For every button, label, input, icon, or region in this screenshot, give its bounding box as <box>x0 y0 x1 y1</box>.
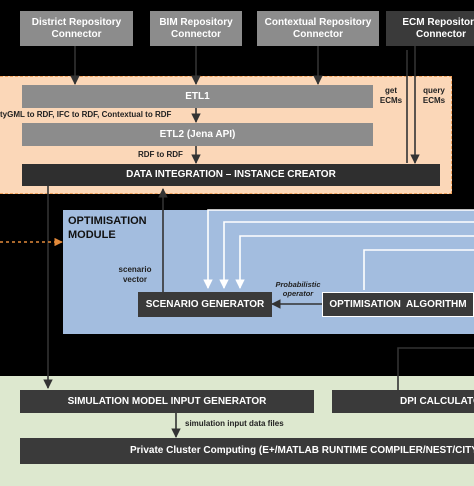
get-ecms-label: get ECMs <box>379 86 403 106</box>
query-ecms-label: query ECMs <box>422 86 446 106</box>
architecture-diagram: District Repository Connector BIM Reposi… <box>0 11 474 486</box>
conversion-list-label: CityGML to RDF, IFC to RDF, Contextual t… <box>0 110 172 119</box>
etl1-box: ETL1 <box>22 85 373 108</box>
ecm-connector-box: ECM Repository Connector <box>386 11 474 46</box>
private-cluster-label: Private Cluster Computing (E+/MATLAB RUN… <box>130 445 474 457</box>
contextual-connector-label: Contextual Repository Connector <box>264 17 372 40</box>
arrow-dpi-to-optimisation <box>397 347 474 390</box>
district-connector-label: District Repository Connector <box>31 17 122 40</box>
ecm-connector-label: ECM Repository Connector <box>402 17 474 40</box>
private-cluster-box: Private Cluster Computing (E+/MATLAB RUN… <box>20 438 474 464</box>
data-integration-label: DATA INTEGRATION – INSTANCE CREATOR <box>126 169 336 181</box>
optimisation-algorithm-box: OPTIMISATION ALGORITHM <box>322 292 474 317</box>
dpi-calculator-label: DPI CALCULATOR <box>400 395 474 407</box>
contextual-connector-box: Contextual Repository Connector <box>257 11 379 46</box>
rdf-to-rdf-label: RDF to RDF <box>138 150 183 159</box>
etl1-label: ETL1 <box>185 90 210 102</box>
loop-line-mid <box>219 221 474 289</box>
district-connector-box: District Repository Connector <box>20 11 133 46</box>
simulation-input-generator-box: SIMULATION MODEL INPUT GENERATOR <box>20 390 314 413</box>
scenario-generator-box: SCENARIO GENERATOR <box>138 292 272 317</box>
scenario-vector-label: scenario vector <box>118 265 152 285</box>
scenario-generator-label: SCENARIO GENERATOR <box>145 298 265 310</box>
data-integration-box: DATA INTEGRATION – INSTANCE CREATOR <box>22 164 440 186</box>
etl2-label: ETL2 (Jena API) <box>159 128 236 140</box>
optimisation-algorithm-label: OPTIMISATION ALGORITHM <box>329 298 467 310</box>
bim-connector-label: BIM Repository Connector <box>159 17 233 40</box>
connection-arrows <box>0 46 474 438</box>
simulation-input-files-label: simulation input data files <box>185 419 284 428</box>
loop-line-inner <box>235 235 474 289</box>
simulation-input-generator-label: SIMULATION MODEL INPUT GENERATOR <box>67 395 267 407</box>
loop-line-algo <box>363 249 474 290</box>
bim-connector-box: BIM Repository Connector <box>150 11 242 46</box>
dpi-calculator-box: DPI CALCULATOR <box>332 390 474 413</box>
probabilistic-operator-label: Probabilistic operator <box>275 280 321 298</box>
loop-line-outer <box>203 209 474 289</box>
etl2-box: ETL2 (Jena API) <box>22 123 373 146</box>
optimisation-module-title: OPTIMISATION MODULE <box>68 215 147 241</box>
